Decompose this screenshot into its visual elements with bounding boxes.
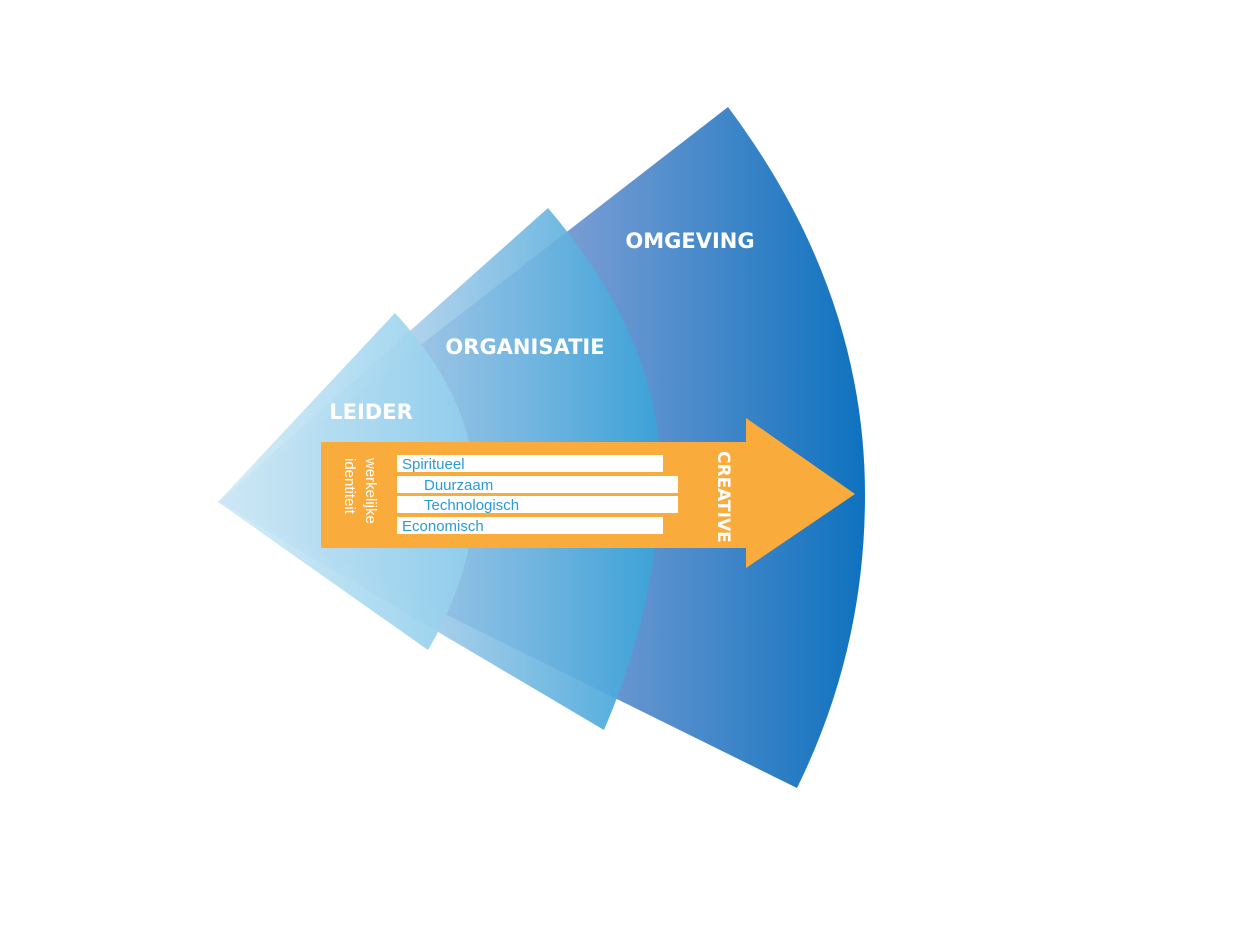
creative-label: CREATIVE	[713, 451, 733, 543]
identiteit-label: identiteit	[341, 458, 358, 515]
duurzaam-box	[397, 476, 678, 493]
technologisch-box	[397, 496, 678, 513]
omgeving-label: OMGEVING	[625, 229, 754, 253]
economisch-box	[397, 517, 663, 534]
organisatie-label: ORGANISATIE	[445, 335, 604, 359]
spiritueel-text: Spiritueel	[402, 456, 465, 473]
leider-label: LEIDER	[329, 400, 413, 424]
economisch-text: Economisch	[402, 518, 484, 535]
spiritueel-box	[397, 455, 663, 472]
werkelijke-label: werkelijke	[362, 457, 379, 524]
technologisch-text: Technologisch	[424, 497, 519, 514]
duurzaam-text: Duurzaam	[424, 477, 493, 494]
